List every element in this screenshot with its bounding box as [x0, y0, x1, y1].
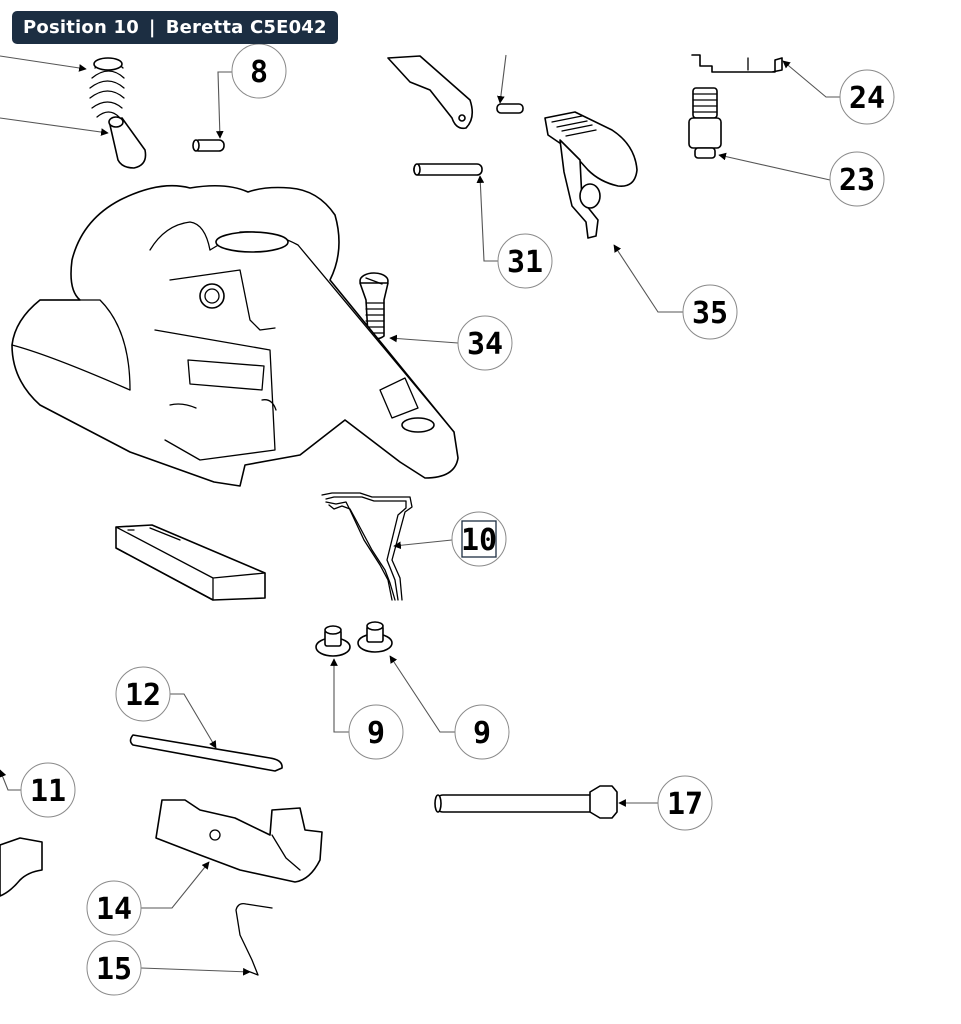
- callout-8-label: 8: [250, 55, 268, 90]
- callout-24[interactable]: 24: [839, 69, 895, 125]
- callout-17[interactable]: 17: [657, 775, 713, 831]
- model-label: Beretta C5E042: [165, 17, 327, 38]
- callout-34-label: 34: [467, 327, 503, 362]
- spring-10-part[interactable]: [321, 492, 413, 601]
- pin-17-part[interactable]: [434, 785, 618, 819]
- screw-9b-part[interactable]: [357, 621, 393, 653]
- callout-12-label: 12: [125, 678, 161, 713]
- screw-34-part[interactable]: [359, 272, 389, 340]
- pin-8-part[interactable]: [192, 139, 225, 152]
- spring-part[interactable]: [89, 57, 125, 118]
- callout-15-label: 15: [96, 952, 132, 987]
- spring-15-part[interactable]: [235, 902, 273, 976]
- badge-separator: |: [148, 17, 156, 38]
- highlight-box: [461, 520, 497, 558]
- part-24[interactable]: [691, 54, 783, 73]
- block-part[interactable]: [115, 524, 266, 601]
- callout-12[interactable]: 12: [115, 666, 171, 722]
- callout-10-label: 10: [461, 523, 497, 558]
- rod-12-part[interactable]: [129, 734, 283, 772]
- part-11[interactable]: [0, 837, 43, 897]
- receiver-body-part[interactable]: [11, 184, 459, 487]
- plunger-part[interactable]: [108, 116, 147, 169]
- callout-15[interactable]: 15: [86, 940, 142, 996]
- callout-9b-label: 9: [473, 716, 491, 751]
- callout-31[interactable]: 31: [497, 233, 553, 289]
- callout-9a[interactable]: 9: [348, 704, 404, 760]
- lever-part[interactable]: [387, 55, 474, 130]
- leader-lines: [0, 54, 840, 976]
- part-14[interactable]: [155, 799, 323, 883]
- callout-11[interactable]: 11: [20, 762, 76, 818]
- callout-11-label: 11: [30, 774, 66, 809]
- callout-10-highlighted[interactable]: 10: [451, 511, 507, 567]
- callout-17-label: 17: [667, 787, 703, 822]
- callout-8[interactable]: 8: [231, 43, 287, 99]
- callout-35[interactable]: 35: [682, 284, 738, 340]
- callout-31-label: 31: [507, 245, 543, 280]
- callout-23-label: 23: [839, 163, 875, 198]
- callout-9b[interactable]: 9: [454, 704, 510, 760]
- callout-34[interactable]: 34: [457, 315, 513, 371]
- part-23[interactable]: [688, 87, 722, 159]
- callout-14[interactable]: 14: [86, 880, 142, 936]
- callout-24-label: 24: [849, 81, 885, 116]
- callout-9a-label: 9: [367, 716, 385, 751]
- callout-23[interactable]: 23: [829, 151, 885, 207]
- position-badge: Position 10 | Beretta C5E042: [12, 11, 338, 44]
- part-35[interactable]: [544, 111, 638, 239]
- position-label: Position 10: [23, 17, 139, 38]
- screw-9a-part[interactable]: [315, 625, 351, 657]
- pin-31-part[interactable]: [413, 163, 483, 176]
- small-pin-part[interactable]: [496, 103, 524, 114]
- callout-14-label: 14: [96, 892, 132, 927]
- callout-35-label: 35: [692, 296, 728, 331]
